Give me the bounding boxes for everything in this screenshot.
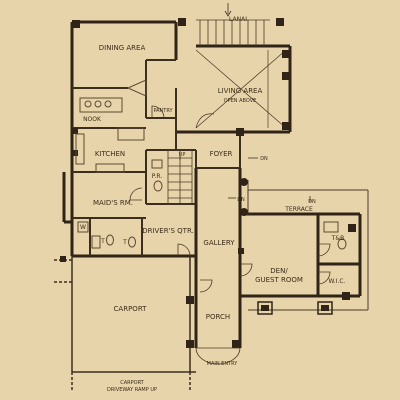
toilet-icon [153,180,163,192]
kitchen-cabinet [95,163,125,173]
wic-door [317,271,331,285]
stove-burner-icon [104,100,112,108]
column [282,72,290,80]
laundry-tub [91,235,101,249]
maid-door [129,187,143,201]
kitchen-door-swing [126,79,147,97]
den-sublabel: GUEST ROOM [255,276,303,284]
tb-door [317,243,331,257]
dn-label-foyer: DN [237,197,245,203]
gallery-label: GALLERY [203,239,235,247]
driveway-label-1: CARPORT [120,380,144,386]
column [342,292,350,300]
kitchen-sink [117,127,145,141]
nook-label: NOOK [83,116,102,123]
terrace-label: TERRACE [284,206,313,213]
lavatory-icon [323,221,339,233]
maids-room-label: MAID'S RM. [93,199,133,207]
dn-label-living: DN [260,156,268,162]
driver-door [177,243,191,257]
column [232,340,240,348]
living-door-swing [195,113,215,129]
column [282,50,290,58]
dining-label: DINING AREA [99,44,146,52]
toilet-icon [128,236,136,248]
column [60,256,66,262]
washer-icon [77,221,89,233]
maid-toilet-label: T [100,238,105,245]
column [240,178,248,186]
planter-fill [261,305,269,311]
door-swings [129,105,331,365]
column [72,128,78,134]
column [178,18,186,26]
bath-fixtures [77,159,347,250]
column [282,122,290,130]
drivers-quarters-label: DRIVER'S QTR. [142,227,194,235]
lanai-label: LANAI [229,16,247,23]
column [72,150,78,156]
kitchen-fixtures [75,79,147,173]
column [72,20,80,28]
column [186,296,194,304]
column [186,340,194,348]
stove-burner-icon [94,100,102,108]
toilet-icon [106,234,114,246]
planter [317,301,333,315]
lavatory-icon [151,159,163,169]
arrows [179,3,311,202]
room-labels: LANAI DINING AREA LIVING AREA OPEN ABOVE… [83,16,345,321]
lanai-trellis [196,19,270,46]
columns [60,18,356,348]
living-label: LIVING AREA [218,87,263,95]
laundry-w-label: W [80,224,86,231]
den-label: DEN/ [270,267,288,275]
column [238,248,244,254]
lanai-arrowhead [224,10,232,17]
planter [257,301,273,315]
driveway-label-2: DRIVEWAY RAMP UP [107,387,157,393]
pantry-label: PANTRY [153,108,173,114]
kitchen-label: KITCHEN [95,150,125,158]
open-above-lines [195,49,287,129]
gallery-door [199,279,213,293]
column [348,224,356,232]
living-sublabel: OPEN ABOVE [224,98,257,104]
driver-toilet-label: T [122,239,127,246]
annotations: UP DN DN DN W T T MAIN ENTRY CARPORT DRI… [80,152,316,393]
column [236,128,244,136]
pr-label: P.R. [152,173,163,180]
stove-burner-icon [84,100,92,108]
open-above-diag-2 [195,49,287,129]
porch-label: PORCH [206,313,230,321]
staircase [167,149,193,205]
kitchen-side-counter [75,133,85,165]
planter-fill [321,305,329,311]
wic-label: W.I.C. [329,278,346,285]
column [240,208,248,216]
pantry-door [151,105,165,119]
dn-label-terrace: DN [308,199,316,205]
main-entry-arc [195,347,241,365]
main-entry-label: MAIN ENTRY [207,361,239,367]
carport-label: CARPORT [114,305,148,313]
foyer-label: FOYER [210,150,233,158]
kitchen-counter [79,97,123,113]
column [276,18,284,26]
stair-up-label: UP [179,152,186,158]
tb-label: T&B [331,235,344,242]
den-door [239,263,253,277]
toilet-icon [337,238,347,250]
carport-outline [54,256,196,392]
outer-walls [62,20,362,348]
